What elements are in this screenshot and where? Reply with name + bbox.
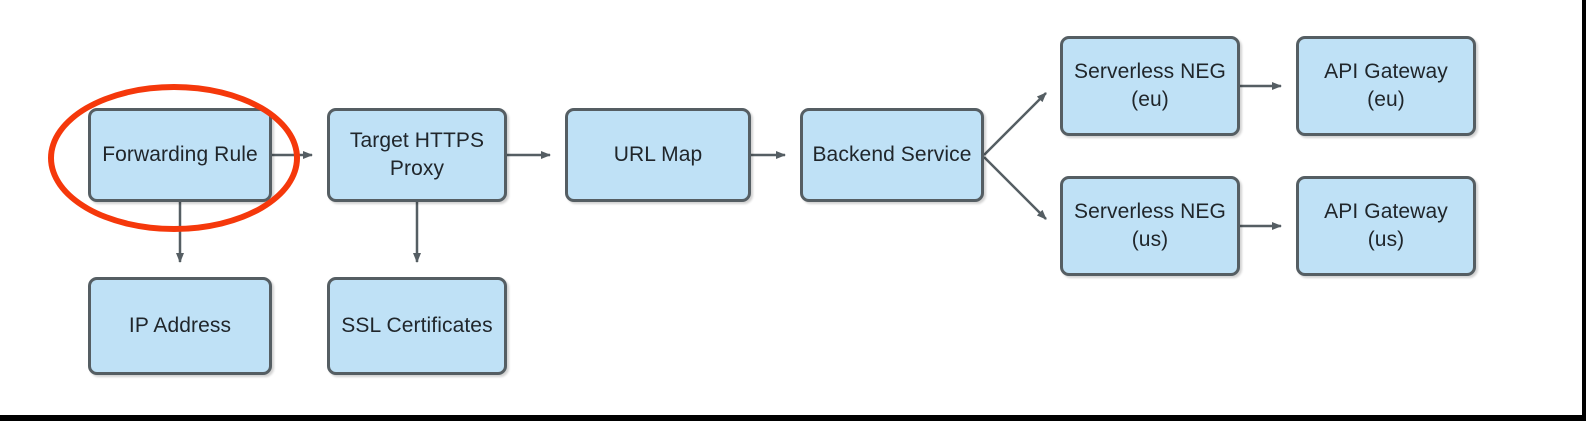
node-serverless-neg-eu-label: Serverless NEG (eu) [1074,60,1226,111]
node-ip-address[interactable]: IP Address [88,277,272,375]
node-backend-service[interactable]: Backend Service [800,108,984,202]
node-target-https-proxy[interactable]: Target HTTPS Proxy [327,108,507,202]
node-forwarding-rule[interactable]: Forwarding Rule [88,108,272,202]
node-serverless-neg-us-label: Serverless NEG (us) [1074,200,1226,251]
node-url-map-label: URL Map [613,143,703,167]
node-api-gateway-us[interactable]: API Gateway (us) [1296,176,1476,276]
node-ssl-certificates[interactable]: SSL Certificates [327,277,507,375]
edge-backend-service-to-serverless-neg-us [983,156,1047,220]
node-api-gateway-eu-label: API Gateway (eu) [1324,60,1448,111]
node-serverless-neg-us[interactable]: Serverless NEG (us) [1060,176,1240,276]
node-ssl-certificates-label: SSL Certificates [341,314,493,338]
node-backend-service-label: Backend Service [812,143,972,167]
node-api-gateway-eu[interactable]: API Gateway (eu) [1296,36,1476,136]
node-url-map[interactable]: URL Map [565,108,751,202]
node-serverless-neg-eu[interactable]: Serverless NEG (eu) [1060,36,1240,136]
edge-backend-service-to-serverless-neg-eu [983,92,1047,156]
node-forwarding-rule-label: Forwarding Rule [102,143,258,167]
node-api-gateway-us-label: API Gateway (us) [1324,200,1448,251]
node-target-https-proxy-label: Target HTTPS Proxy [349,129,485,180]
node-ip-address-label: IP Address [128,314,232,338]
